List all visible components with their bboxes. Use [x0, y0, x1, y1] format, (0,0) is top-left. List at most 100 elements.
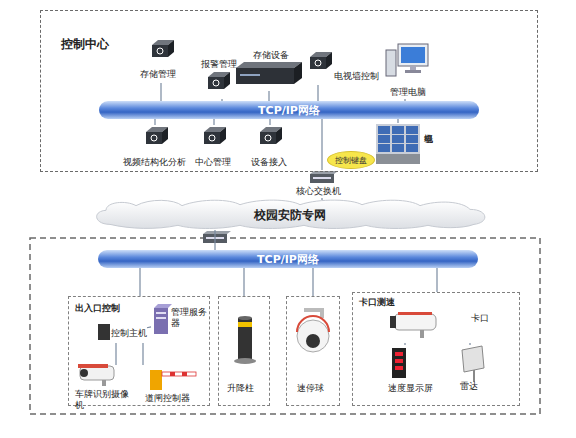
- group-box: 卡口测速卡口速度显示屏雷达: [352, 292, 520, 406]
- storage-light: [240, 74, 260, 76]
- node-label: 控制中心: [61, 37, 141, 51]
- network-link: [269, 119, 270, 125]
- group-box: 速停球: [286, 296, 340, 406]
- network-link: [317, 85, 318, 101]
- server-slot: [156, 317, 166, 319]
- node-label: 速度显示屏: [388, 383, 438, 394]
- display-digit: [395, 366, 403, 370]
- node-label: 控制键盘: [328, 152, 374, 168]
- keyboard-ellipse: 控制键盘: [327, 151, 375, 169]
- device-box: 控制主机: [97, 323, 147, 343]
- node-label: 速停球: [297, 383, 333, 394]
- group-box: 出入口控制管理服务器控制主机车牌识别摄像机道闸控制器: [68, 296, 210, 406]
- radar-icon: [462, 346, 484, 382]
- server-icon: [146, 127, 168, 144]
- network-link: [160, 83, 161, 101]
- wall-screen: [392, 144, 404, 152]
- node-label: 卡口: [471, 313, 501, 324]
- network-link: [321, 119, 322, 170]
- node-label: 存储管理: [140, 69, 186, 80]
- device-box: 存储管理: [136, 39, 186, 83]
- host-icon: [98, 324, 110, 340]
- device-box: 电视墙控制: [306, 49, 386, 85]
- dome-band: [297, 316, 329, 332]
- server-icon: [152, 40, 174, 57]
- node-label: 道闸控制器: [145, 393, 199, 404]
- wall-screen: [392, 126, 404, 134]
- barrier-stripe: [170, 372, 175, 376]
- base: [405, 70, 421, 73]
- network-cloud: 校园安防专网: [90, 200, 490, 230]
- node-label: 车牌识别摄像机: [75, 389, 131, 411]
- server-icon: [204, 127, 226, 144]
- server-slot: [156, 312, 166, 314]
- device-box: 道闸控制器: [139, 365, 205, 405]
- computer-icon: [386, 44, 428, 76]
- switch-box: 核心交换机: [292, 170, 356, 198]
- switch-top: [203, 231, 231, 234]
- barrier-box: [150, 370, 162, 390]
- camera-body: [394, 314, 436, 330]
- bullet-camera-icon: [78, 364, 114, 386]
- network-link: [397, 119, 398, 123]
- node-label: TCP/IP网络: [98, 250, 478, 268]
- device-box: 雷达: [453, 345, 497, 395]
- switch-ports: [313, 177, 331, 179]
- node-label: TCP/IP网络: [99, 101, 479, 119]
- camera-bracket: [420, 330, 424, 338]
- bollard-icon: [234, 316, 256, 364]
- dome-sphere: [297, 320, 329, 352]
- node-label: 电视墙控制: [334, 71, 386, 82]
- network-link: [139, 268, 140, 296]
- group-box: 升降柱: [218, 296, 270, 406]
- node-label: 雷达: [460, 381, 490, 392]
- network-link: [142, 343, 143, 365]
- video-wall-icon: [376, 124, 420, 164]
- server-icon: [260, 127, 282, 144]
- storage-side: [294, 62, 302, 84]
- wall-screen: [378, 144, 390, 152]
- network-band: TCP/IP网络: [99, 101, 479, 119]
- device-box: 视频结构化分析: [117, 125, 193, 169]
- barrier-stripe: [182, 372, 187, 376]
- node-label: 校园安防专网: [90, 200, 490, 230]
- network-link: [147, 326, 151, 328]
- speed-display-icon: [392, 348, 406, 378]
- dome-camera-icon: [297, 310, 329, 352]
- control-center-frame: 控制中心存储管理报警管理存储设备电视墙控制管理电脑 TCP/IP网络视频结构化分析…: [40, 10, 538, 172]
- camera-body: [80, 366, 114, 380]
- network-link: [214, 230, 215, 250]
- storage-icon: [236, 62, 302, 84]
- node-label: 管理电脑: [390, 87, 436, 98]
- barrier-icon: [150, 370, 196, 390]
- node-label: 存储设备: [253, 50, 303, 61]
- radar-stand: [473, 370, 475, 382]
- node-label: 设备接入: [251, 157, 293, 168]
- device-box: 设备接入: [247, 125, 293, 169]
- display-digit: [395, 352, 403, 356]
- camera-hood: [398, 312, 432, 315]
- wall-screen: [378, 126, 390, 134]
- bollard-band: [238, 322, 252, 327]
- server-tower-icon: [154, 304, 172, 334]
- node-label: 升降柱: [227, 383, 267, 394]
- tower: [386, 50, 396, 76]
- device-box: 中心管理: [191, 125, 237, 169]
- server-icon: [208, 72, 230, 89]
- camera-bracket: [102, 380, 106, 386]
- display-digit: [395, 359, 403, 363]
- bollard-base: [234, 358, 256, 364]
- wall-frame: [376, 124, 420, 154]
- device-box: 电视墙: [375, 123, 437, 169]
- node-label: 控制主机: [111, 328, 147, 339]
- device-box: 存储设备: [233, 49, 305, 91]
- node-label: 管理服务器: [171, 307, 207, 329]
- barrier-arm: [162, 372, 196, 376]
- monitor: [398, 44, 428, 66]
- device-box: 报警管理: [197, 57, 247, 99]
- switch-front: [310, 174, 334, 183]
- node-label: 中心管理: [195, 157, 237, 168]
- wall-screen: [406, 126, 418, 134]
- wall-screen: [392, 135, 404, 143]
